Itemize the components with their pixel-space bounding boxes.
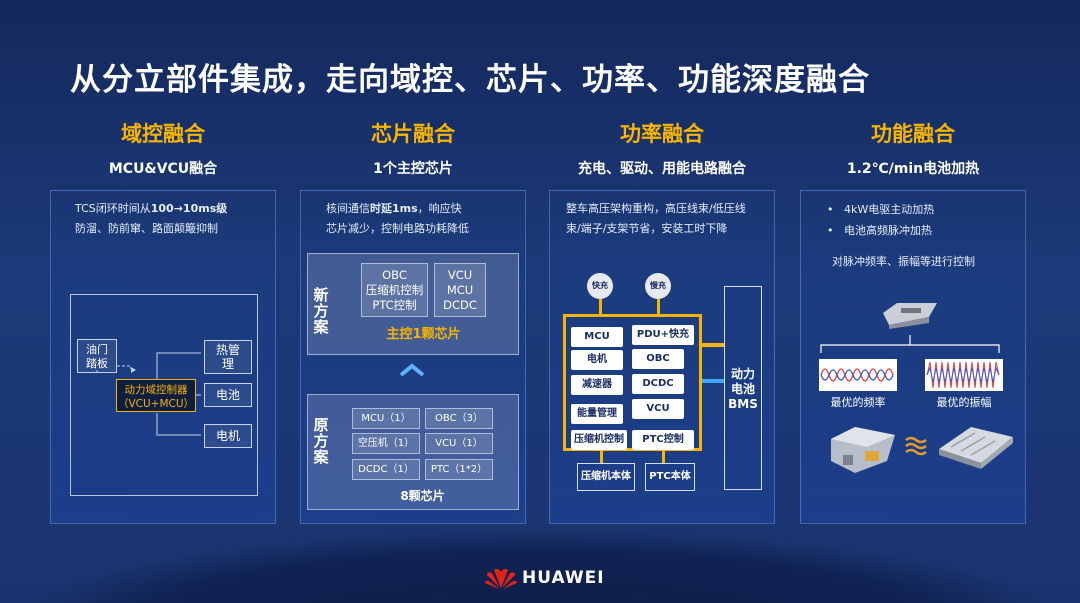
heat-wave-icon [905,436,927,456]
compressor-body-box: 压缩机本体 [577,463,635,491]
new-scheme-label: 新 方 案 [313,286,329,336]
chip-mcu: MCU [571,327,623,347]
column-title: 芯片融合 [371,122,455,146]
card-desc-line2: 防溜、防前窜、路面颠簸抑制 [75,222,218,235]
card-desc-line1: 整车高压架构重构，高压线束/低压线 [566,202,746,215]
frequency-caption: 最优的频率 [830,396,886,409]
old-scheme-caption: 8颗芯片 [400,489,445,503]
card-function-fusion: • 4kW电驱主动加热 • 电池高频脉冲加热 对脉冲频率、振幅等进行控制 最优的… [800,190,1026,524]
control-note: 对脉冲频率、振幅等进行控制 [832,255,975,268]
card-desc-line2: 芯片减少，控制电路功耗降低 [326,222,469,235]
old-chip-item: DCDC（1） [352,459,420,480]
slow-charge-link [657,299,660,314]
new-scheme-caption: 主控1颗芯片 [386,327,461,342]
column-head-domain: 域控融合 MCU&VCU融合 [50,118,276,178]
ptc-body-box: PTC本体 [645,463,695,491]
column-title: 域控融合 [121,122,205,146]
bottom-band [0,528,1080,603]
slow-charge-icon: 慢充 [645,273,671,299]
battery-bms-box: 动力 电池 BMS [724,286,762,490]
fast-charge-link [599,299,602,314]
connector-lines [96,352,201,436]
card-desc-line1: 核间通信时延1ms，响应快 [326,202,462,215]
column-head-power: 功率融合 充电、驱动、用能电路融合 [549,118,775,178]
chip-dcdc: DCDC [632,374,684,394]
amplitude-caption: 最优的振幅 [936,396,992,409]
chip-reducer: 减速器 [571,375,623,395]
old-chip-item: VCU（1） [425,433,493,454]
column-head-function: 功能融合 1.2℃/min电池加热 [800,118,1026,178]
chip-energy-mgmt: 能量管理 [571,404,623,424]
column-head-chip: 芯片融合 1个主控芯片 [300,118,526,178]
motor-box: 电机 [204,424,252,448]
battery-box: 电池 [204,383,252,407]
new-chip-box-1: OBC 压缩机控制 PTC控制 [361,263,428,317]
new-scheme-panel [307,253,519,355]
battery-pack-icon [939,427,1013,469]
old-scheme-label: 原 方 案 [313,416,329,466]
old-scheme-panel [307,394,519,510]
huawei-flower-icon [485,568,517,589]
pulse-bracket [820,335,1000,353]
new-chip-box-2: VCU MCU DCDC [434,263,486,317]
old-chip-item: OBC（3） [425,408,493,429]
thermal-box: 热管 理 [204,340,252,374]
chip-ptc-ctrl: PTC控制 [632,430,694,450]
column-subtitle: 1个主控芯片 [373,161,453,177]
heater-module-icon [883,303,937,329]
column-subtitle: 1.2℃/min电池加热 [846,161,980,177]
chip-vcu: VCU [632,399,684,419]
huawei-logo: HUAWEI [484,566,605,590]
bms-link-1 [702,343,724,347]
chip-compressor-ctrl: 压缩机控制 [571,430,627,450]
column-title: 功率融合 [620,122,704,146]
ptc-link [662,451,665,463]
chip-motor: 电机 [571,350,623,370]
bullet-item-2: • 电池高频脉冲加热 [827,224,932,237]
card-chip-fusion: 核间通信时延1ms，响应快 芯片减少，控制电路功耗降低 新 方 案 OBC 压缩… [300,190,526,524]
bms-link-2 [702,379,724,383]
compressor-link [600,451,603,463]
up-arrow-icon [399,363,425,377]
column-subtitle: 充电、驱动、用能电路融合 [578,161,746,177]
old-chip-item: MCU（1） [352,408,420,429]
diagram-frame [70,294,258,496]
column-subtitle: MCU&VCU融合 [108,161,218,177]
old-chip-item: PTC（1*2） [425,459,493,480]
bullet-item-1: • 4kW电驱主动加热 [827,203,935,216]
card-desc-line2: 束/端子/支架节省，安装工时下降 [566,222,728,235]
card-power-fusion: 整车高压架构重构，高压线束/低压线 束/端子/支架节省，安装工时下降 快充 慢充… [549,190,775,524]
chip-obc: OBC [632,349,684,369]
fast-charge-icon: 快充 [587,273,613,299]
amplitude-wave-icon [925,359,1003,391]
drive-unit-icon [831,427,895,473]
powertrain-controller-box: 动力域控制器 （VCU+MCU） [116,379,196,412]
page-title: 从分立部件集成，走向域控、芯片、功率、功能深度融合 [70,62,870,98]
brand-name: HUAWEI [522,568,605,588]
frequency-wave-icon [819,359,897,391]
old-chip-item: 空压机（1） [352,433,420,454]
chip-pdu: PDU+快充 [632,325,694,345]
column-title: 功能融合 [871,122,955,146]
card-domain-fusion: TCS闭环时间从100→10ms级 防溜、防前窜、路面颠簸抑制 油门 踏板 动力… [50,190,276,524]
card-desc-line1: TCS闭环时间从100→10ms级 [75,202,228,215]
